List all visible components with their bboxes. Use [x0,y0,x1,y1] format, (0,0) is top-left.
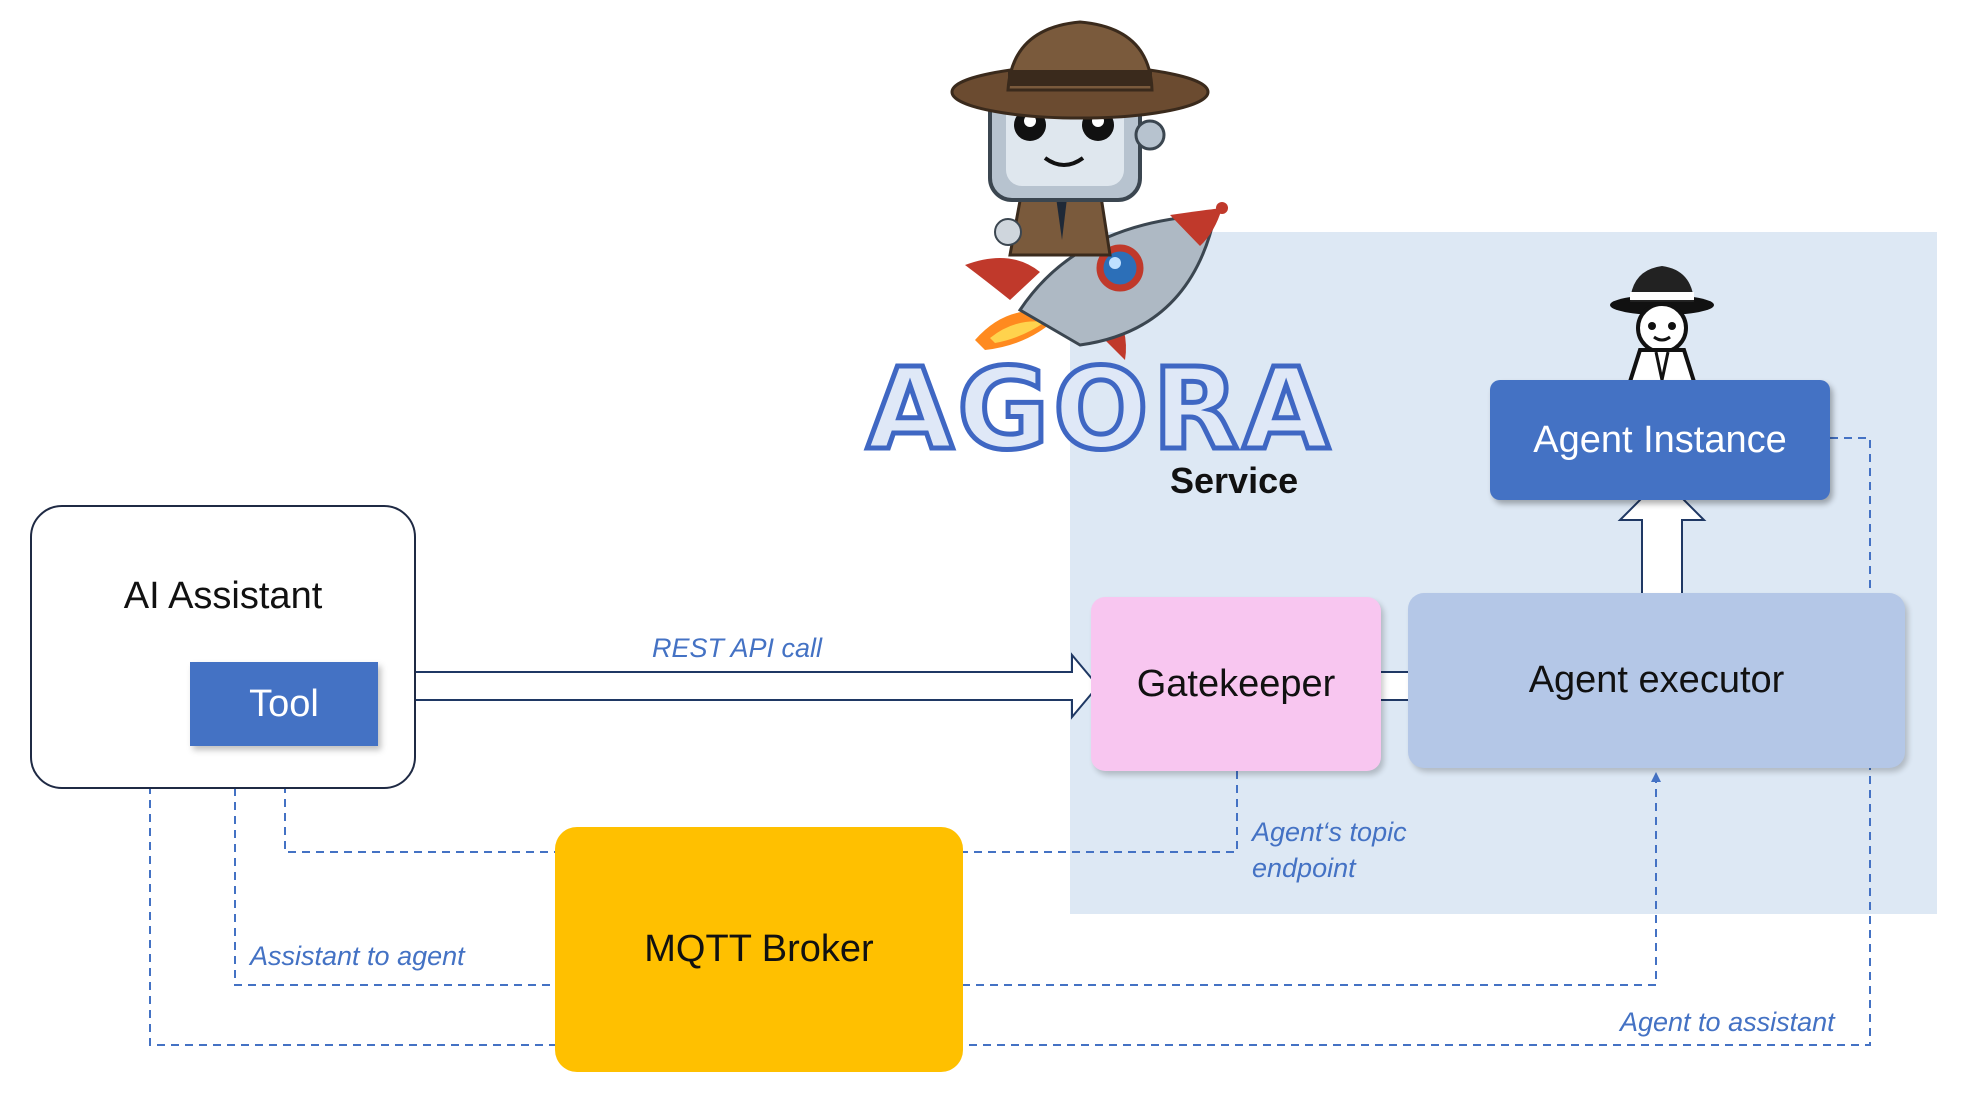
rest-api-call-label: REST API call [652,633,823,663]
service-area [1070,232,1937,914]
assistant-to-agent-path [234,746,1661,986]
agent-to-assistant-label: Agent to assistant [1620,1007,1835,1037]
agora-logo: AGORA [867,345,1334,475]
mqtt-broker-box[interactable]: MQTT Broker [555,827,963,1072]
tool-box[interactable]: Tool [190,662,378,746]
topic-endpoint-path [280,749,1238,853]
agents-topic-label-line1: Agent‘s topic [1252,817,1407,847]
agent-executor-box[interactable]: Agent executor [1408,593,1905,768]
agent-to-assistant-path [149,437,1871,1046]
ai-assistant-title: AI Assistant [123,575,323,617]
assistant-to-agent-label: Assistant to agent [250,941,465,971]
agents-topic-label-line2: endpoint [1252,853,1356,883]
detective-icon [1610,266,1714,390]
agent-instance-box[interactable]: Agent Instance [1490,380,1830,500]
service-label: Service [1170,460,1299,501]
gatekeeper-box[interactable]: Gatekeeper [1091,597,1381,771]
rest-api-arrow [359,652,1100,720]
ai-assistant-box [30,505,416,789]
robot-mascot-icon [950,20,1228,360]
